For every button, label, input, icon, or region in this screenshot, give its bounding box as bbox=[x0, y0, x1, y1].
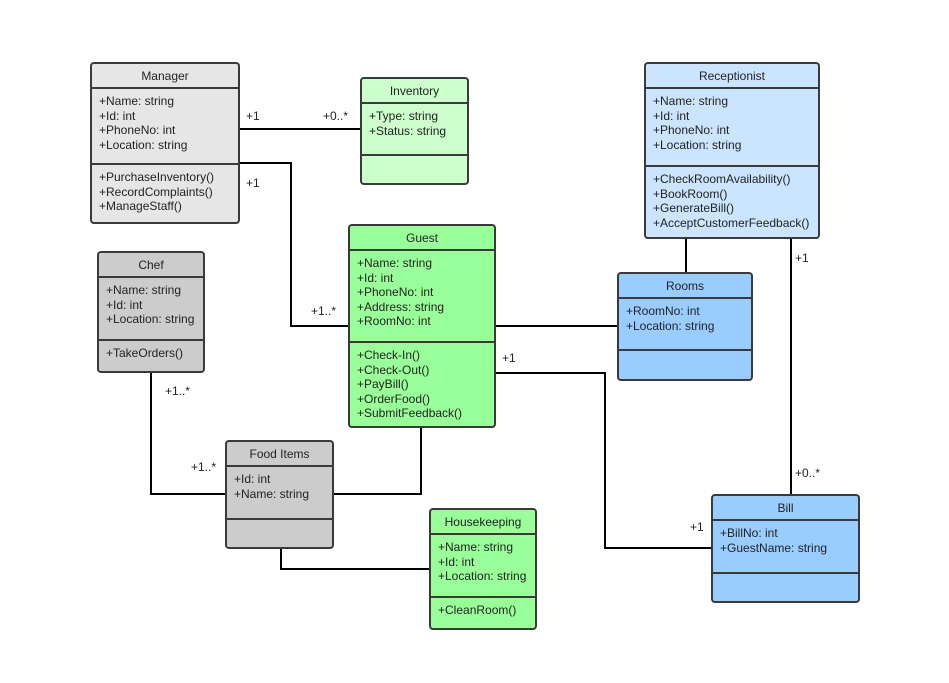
association-manager-guest bbox=[240, 162, 348, 327]
method: +GenerateBill() bbox=[653, 201, 735, 216]
multiplicity-label: +1 bbox=[246, 176, 260, 190]
class-rooms[interactable]: Rooms +RoomNo: int +Location: string bbox=[617, 272, 753, 381]
method: +PurchaseInventory() bbox=[99, 170, 215, 184]
association-guest-food-items bbox=[333, 428, 422, 495]
class-guest-name: Guest bbox=[350, 226, 494, 251]
class-manager[interactable]: Manager +Name: string +Id: int +PhoneNo:… bbox=[90, 62, 240, 224]
method: +BookRoom() bbox=[653, 186, 728, 201]
attribute: +Name: string bbox=[106, 283, 182, 297]
class-chef-name: Chef bbox=[99, 253, 203, 278]
association-chef-food-items bbox=[150, 373, 225, 495]
attribute: +Id: int bbox=[438, 554, 475, 569]
class-housekeeping-name: Housekeeping bbox=[431, 510, 535, 535]
attribute: +Location: string bbox=[106, 312, 195, 327]
class-bill-attributes: +BillNo: int +GuestName: string bbox=[713, 521, 858, 574]
class-chef-methods: +TakeOrders() bbox=[99, 341, 203, 365]
class-bill-methods bbox=[713, 574, 858, 583]
class-manager-methods: +PurchaseInventory() +RecordComplaints()… bbox=[92, 165, 238, 218]
multiplicity-label: +1 bbox=[795, 251, 809, 265]
attribute: +PhoneNo: int bbox=[99, 123, 176, 138]
attribute: +Location: string bbox=[438, 569, 527, 584]
attribute: +PhoneNo: int bbox=[357, 285, 434, 300]
class-food-items-name: Food Items bbox=[227, 442, 332, 467]
multiplicity-label: +1 bbox=[502, 351, 516, 365]
class-housekeeping-methods: +CleanRoom() bbox=[431, 598, 535, 622]
attribute: +Name: string bbox=[99, 94, 175, 108]
method: +TakeOrders() bbox=[106, 346, 184, 360]
multiplicity-label: +0..* bbox=[323, 109, 349, 123]
class-inventory-attributes: +Type: string +Status: string bbox=[362, 104, 467, 156]
attribute: +RoomNo: int bbox=[626, 304, 700, 318]
class-chef-attributes: +Name: string +Id: int +Location: string bbox=[99, 278, 203, 341]
attribute: +Id: int bbox=[234, 472, 271, 486]
association-guest-bill bbox=[495, 372, 711, 549]
method: +ManageStaff() bbox=[99, 199, 182, 214]
method: +CleanRoom() bbox=[438, 603, 517, 617]
class-inventory[interactable]: Inventory +Type: string +Status: string bbox=[360, 77, 469, 185]
method: +Check-Out() bbox=[357, 362, 430, 377]
attribute: +Location: string bbox=[626, 318, 715, 333]
multiplicity-label: +1 bbox=[690, 520, 704, 534]
class-guest-attributes: +Name: string +Id: int +PhoneNo: int +Ad… bbox=[350, 251, 494, 343]
attribute: +Id: int bbox=[106, 297, 143, 312]
attribute: +Name: string bbox=[234, 486, 310, 501]
class-guest[interactable]: Guest +Name: string +Id: int +PhoneNo: i… bbox=[348, 224, 496, 428]
class-inventory-name: Inventory bbox=[362, 79, 467, 104]
attribute: +Name: string bbox=[653, 94, 729, 108]
class-housekeeping-attributes: +Name: string +Id: int +Location: string bbox=[431, 535, 535, 598]
class-food-items-attributes: +Id: int +Name: string bbox=[227, 467, 332, 520]
multiplicity-label: +1..* bbox=[165, 384, 191, 398]
class-receptionist-attributes: +Name: string +Id: int +PhoneNo: int +Lo… bbox=[646, 89, 818, 167]
attribute: +Name: string bbox=[438, 540, 514, 554]
attribute: +Location: string bbox=[653, 137, 742, 152]
class-food-items-methods bbox=[227, 520, 332, 529]
class-housekeeping[interactable]: Housekeeping +Name: string +Id: int +Loc… bbox=[429, 508, 537, 630]
class-receptionist-methods: +CheckRoomAvailability() +BookRoom() +Ge… bbox=[646, 167, 818, 234]
class-bill[interactable]: Bill +BillNo: int +GuestName: string bbox=[711, 494, 860, 603]
method: +RecordComplaints() bbox=[99, 184, 213, 199]
class-inventory-methods bbox=[362, 156, 467, 165]
method: +AcceptCustomerFeedback() bbox=[653, 215, 810, 230]
multiplicity-label: +1..* bbox=[311, 304, 337, 318]
attribute: +PhoneNo: int bbox=[653, 123, 730, 138]
multiplicity-label: +1..* bbox=[191, 460, 217, 474]
method: +Check-In() bbox=[357, 348, 421, 362]
attribute: +Location: string bbox=[99, 137, 188, 152]
class-chef[interactable]: Chef +Name: string +Id: int +Location: s… bbox=[97, 251, 205, 373]
class-guest-methods: +Check-In() +Check-Out() +PayBill() +Ord… bbox=[350, 343, 494, 425]
attribute: +Address: string bbox=[357, 299, 445, 314]
class-bill-name: Bill bbox=[713, 496, 858, 521]
attribute: +Name: string bbox=[357, 256, 433, 270]
attribute: +Type: string bbox=[369, 109, 439, 123]
attribute: +GuestName: string bbox=[720, 540, 828, 555]
attribute: +Status: string bbox=[369, 123, 447, 138]
method: +PayBill() bbox=[357, 377, 409, 392]
class-rooms-name: Rooms bbox=[619, 274, 751, 299]
method: +CheckRoomAvailability() bbox=[653, 172, 791, 186]
class-rooms-attributes: +RoomNo: int +Location: string bbox=[619, 299, 751, 351]
class-food-items[interactable]: Food Items +Id: int +Name: string bbox=[225, 440, 334, 549]
class-manager-name: Manager bbox=[92, 64, 238, 89]
multiplicity-label: +1 bbox=[246, 109, 260, 123]
attribute: +Id: int bbox=[99, 108, 136, 123]
method: +OrderFood() bbox=[357, 391, 431, 406]
attribute: +BillNo: int bbox=[720, 526, 778, 540]
class-manager-attributes: +Name: string +Id: int +PhoneNo: int +Lo… bbox=[92, 89, 238, 165]
class-rooms-methods bbox=[619, 351, 751, 360]
class-receptionist[interactable]: Receptionist +Name: string +Id: int +Pho… bbox=[644, 62, 820, 239]
attribute: +Id: int bbox=[653, 108, 690, 123]
attribute: +Id: int bbox=[357, 270, 394, 285]
attribute: +RoomNo: int bbox=[357, 314, 431, 329]
association-food-items-housekeeping bbox=[280, 549, 429, 570]
multiplicity-label: +0..* bbox=[795, 466, 821, 480]
method: +SubmitFeedback() bbox=[357, 406, 463, 421]
class-receptionist-name: Receptionist bbox=[646, 64, 818, 89]
